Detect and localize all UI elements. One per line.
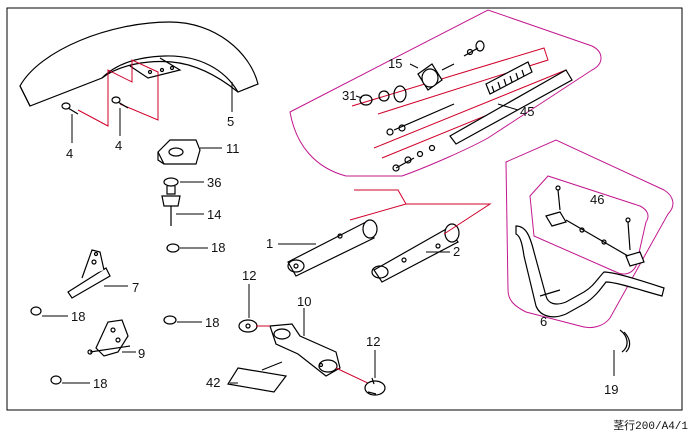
callout-12b: 12: [366, 334, 380, 349]
callout-42: 42: [206, 375, 220, 390]
callout-14: 14: [207, 207, 221, 222]
callout-4a: 4: [66, 146, 73, 161]
fork-tube-1: [287, 219, 378, 277]
callout-46: 46: [590, 192, 604, 207]
callout-18d: 18: [93, 376, 107, 391]
bolt-4a: [61, 102, 79, 115]
diagram-code: 茎行200/A4/1: [613, 421, 688, 433]
fork-internal-parts: [359, 40, 573, 172]
fork-internals-group: [289, 9, 602, 177]
bracket-7: [67, 249, 111, 299]
callout-9: 9: [138, 346, 145, 361]
plate-42: [227, 367, 288, 393]
clip-19: [619, 329, 631, 353]
front-fender: [19, 21, 259, 107]
callout-45: 45: [520, 104, 534, 119]
axle-clamp-10: [269, 323, 341, 377]
callout-18a: 18: [211, 240, 225, 255]
handlebar-6: [515, 225, 665, 318]
nut-12b: [364, 377, 386, 396]
callout-7: 7: [132, 280, 139, 295]
handlebar-clamp-group: [529, 175, 649, 275]
callout-6: 6: [540, 314, 547, 329]
callout-11: 11: [226, 141, 240, 156]
bolt-4b: [111, 96, 129, 109]
callout-10: 10: [297, 294, 311, 309]
bracket-11: [157, 139, 201, 165]
sensor-14: [161, 195, 181, 226]
callout-18c: 18: [205, 315, 219, 330]
diagram-frame: [6, 7, 683, 411]
fork-assembly-link: [349, 203, 492, 235]
callout-15: 15: [388, 56, 402, 71]
callout-12a: 12: [242, 268, 256, 283]
callout-36: 36: [207, 175, 221, 190]
bracket-9: [87, 319, 131, 357]
washer-12a: [238, 319, 258, 333]
fender-bolt-link: [77, 59, 159, 127]
callout-4b: 4: [115, 138, 122, 153]
callout-31: 31: [342, 88, 356, 103]
fork-tube-2: [371, 223, 460, 283]
handlebar-group: [505, 139, 674, 329]
callout-19: 19: [604, 382, 618, 397]
bolt-36: [163, 177, 179, 195]
callout-5: 5: [227, 114, 234, 129]
callout-1: 1: [266, 236, 273, 251]
callout-18b: 18: [71, 309, 85, 324]
clamp-46: [545, 185, 645, 267]
callout-2: 2: [453, 244, 460, 259]
